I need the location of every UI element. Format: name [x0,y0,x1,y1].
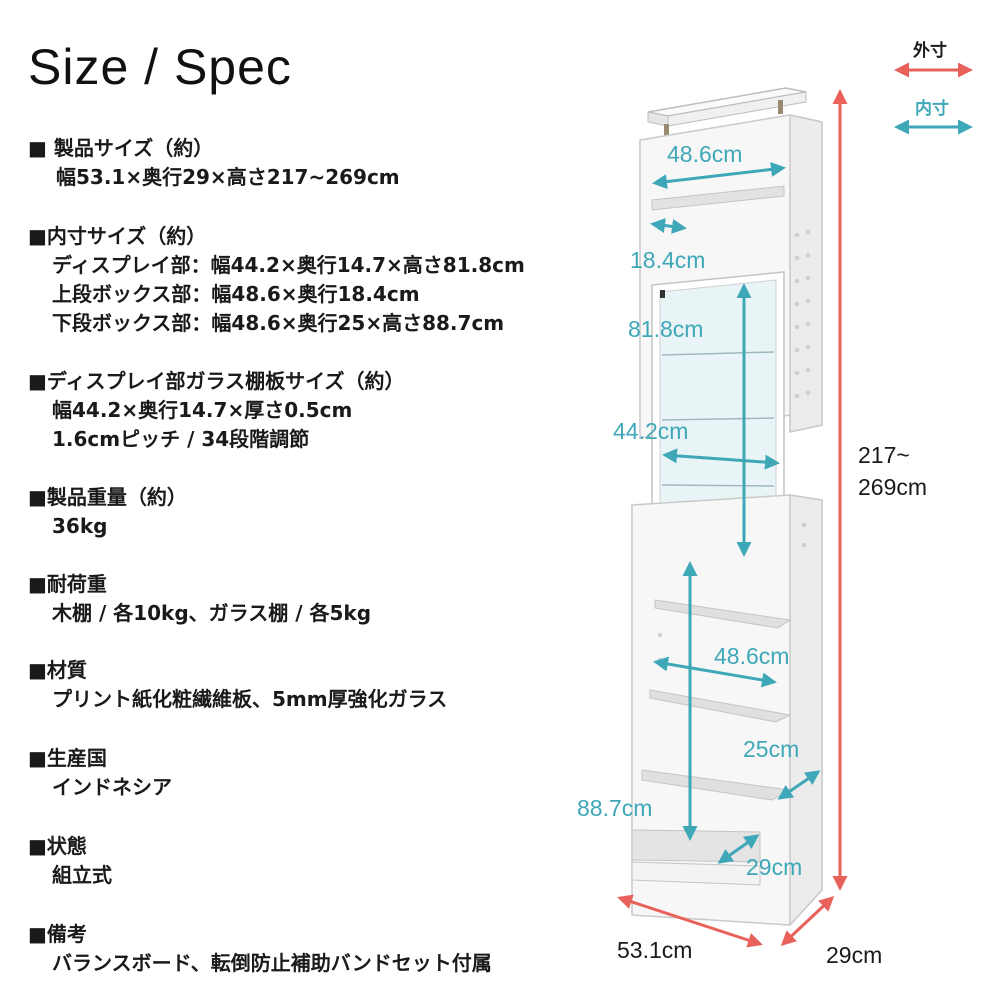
spec-value: プリント紙化粧繊維板、5mm厚強化ガラス [52,687,448,711]
spec-material: ■材質 プリント紙化粧繊維板、5mm厚強化ガラス [28,656,618,714]
total-height-label-1: 217~ [858,442,910,468]
balance-board [647,87,807,138]
spec-value: インドネシア [52,775,172,799]
spec-heading: ■材質 [28,658,87,682]
spec-heading: ■製品重量（約） [28,485,187,509]
outer-width-label: 53.1cm [617,937,693,963]
spec-value: 1.6cmピッチ / 34段階調節 [52,427,310,451]
spec-value: 上段ボックス部：幅48.6×奥行18.4cm [52,282,420,306]
spec-value: 36kg [52,514,108,538]
lower-depth-label: 25cm [743,736,800,762]
spec-value: ディスプレイ部：幅44.2×奥行14.7×高さ81.8cm [52,253,525,277]
display-height-label: 81.8cm [628,316,704,342]
upper-width-label: 48.6cm [667,141,743,167]
spec-value: 下段ボックス部：幅48.6×奥行25×高さ88.7cm [52,311,505,335]
spec-heading: ■状態 [28,834,87,858]
spec-weight: ■製品重量（約） 36kg [28,483,618,541]
spec-value: 組立式 [52,863,112,887]
spec-heading: ■備考 [28,922,87,946]
spec-heading: ■生産国 [28,746,107,770]
spec-heading: ■ディスプレイ部ガラス棚板サイズ（約） [28,369,405,393]
lower-width-label: 48.6cm [714,643,790,669]
spec-origin: ■生産国 インドネシア [28,744,618,802]
lower-height-label: 88.7cm [577,795,653,821]
legend-inner-label: 内寸 [915,99,949,119]
spec-heading: ■ 製品サイズ（約） [28,136,214,160]
cabinet-body [631,114,823,927]
spec-inner-size: ■内寸サイズ（約） ディスプレイ部：幅44.2×奥行14.7×高さ81.8cm … [28,222,618,338]
legend-arrows [894,62,973,135]
page-title: Size / Spec [28,39,292,95]
total-height-label-2: 269cm [858,474,928,500]
inner-dimension-arrows [650,161,821,864]
spec-value: 幅44.2×奥行14.7×厚さ0.5cm [52,398,353,422]
base-depth-label: 29cm [746,854,803,880]
spec-product-size: ■ 製品サイズ（約） 幅53.1×奥行29×高さ217~269cm [28,134,618,192]
spec-heading: ■内寸サイズ（約） [28,224,207,248]
outer-dimension-arrows [617,89,848,948]
spec-condition: ■状態 組立式 [28,832,618,890]
spec-load: ■耐荷重 木棚 / 各10kg、ガラス棚 / 各5kg [28,570,618,628]
spec-glass-shelf: ■ディスプレイ部ガラス棚板サイズ（約） 幅44.2×奥行14.7×厚さ0.5cm… [28,367,618,454]
spec-heading: ■耐荷重 [28,572,107,596]
display-width-label: 44.2cm [613,418,689,444]
legend-outer-label: 外寸 [913,41,947,61]
spec-notes: ■備考 バランスボード、転倒防止補助バンドセット付属 [28,920,618,978]
outer-depth-label: 29cm [826,942,883,968]
spec-value: バランスボード、転倒防止補助バンドセット付属 [52,951,492,975]
spec-value: 幅53.1×奥行29×高さ217~269cm [56,165,400,189]
spec-value: 木棚 / 各10kg、ガラス棚 / 各5kg [52,601,372,625]
upper-depth-label: 18.4cm [630,247,706,273]
